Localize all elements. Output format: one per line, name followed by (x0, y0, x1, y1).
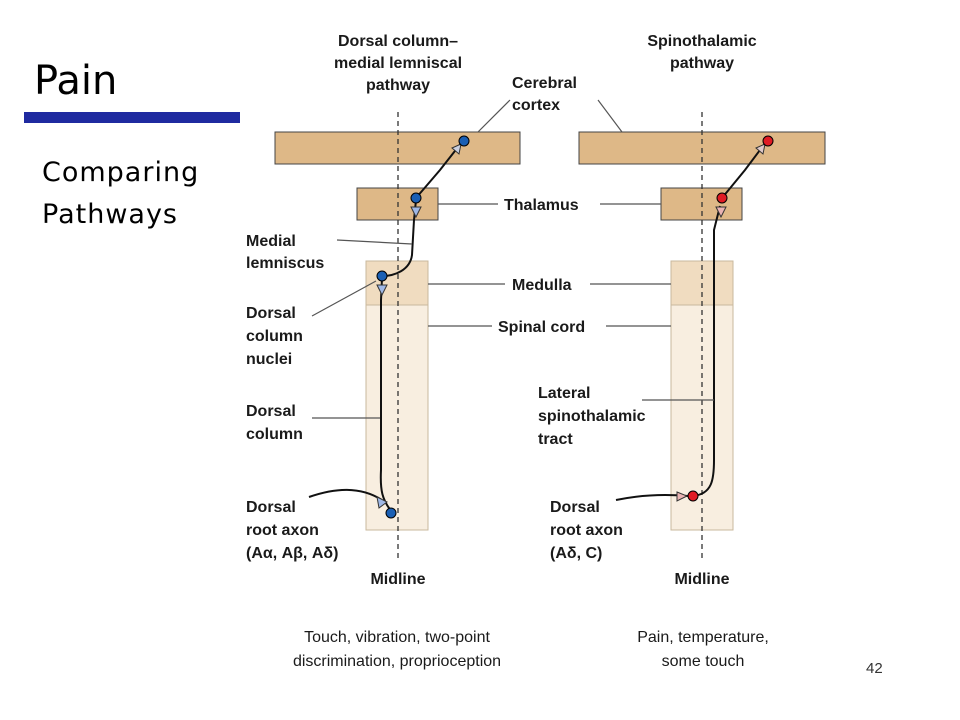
dorsal-column-nuclei-label: column (246, 328, 303, 345)
dorsal-root-axon-label: (Aδ, C) (550, 545, 602, 562)
cortex-leader-line (477, 99, 511, 133)
neuron-cell-body-icon (687, 490, 699, 502)
midline-label: Midline (674, 571, 729, 588)
synapse-terminal-icon (715, 206, 727, 219)
dorsal-column-label: column (246, 426, 303, 443)
left-caption-line: discrimination, proprioception (293, 653, 501, 670)
spinothalamic-tract-axon (692, 205, 721, 497)
right-caption-line: Pain, temperature, (637, 629, 769, 646)
left-heading-line: Dorsal column– (338, 33, 458, 50)
dorsal-column-nuclei-leader-line (311, 280, 377, 317)
dorsal-column-label: Dorsal (246, 403, 296, 420)
synapse-terminal-icon (376, 284, 388, 297)
dorsal-root-axon-label: root axon (550, 522, 623, 539)
subtitle-line: Comparing (42, 157, 200, 188)
synapse-terminal-icon (410, 206, 422, 219)
neuron-cell-body-icon (762, 135, 774, 147)
medial-lemniscus-leader-line (336, 239, 413, 245)
left-dorsal-column-axon (379, 277, 393, 513)
dorsal-root-axon-label: root axon (246, 522, 319, 539)
dorsal-root-axon-label: Dorsal (246, 499, 296, 516)
right-heading-line: pathway (670, 55, 734, 72)
dorsal-root-axon-label: (Aα, Aβ, Aδ) (246, 545, 338, 562)
page-number: 42 (866, 660, 883, 677)
medial-lemniscus-label: lemniscus (246, 255, 324, 272)
slide-subtitle: Comparing Pathways (42, 152, 199, 236)
cerebral-cortex-label: cortex (512, 97, 560, 114)
synapse-terminal-icon (676, 491, 689, 502)
left-heading-line: medial lemniscal (334, 55, 462, 72)
synapse-terminal-icon (451, 143, 462, 155)
lateral-spinothalamic-label: spinothalamic (538, 408, 646, 425)
left-thalamocortical-axon (415, 141, 463, 199)
spinal-cord-label: Spinal cord (498, 319, 585, 336)
medulla-label: Medulla (512, 277, 572, 294)
left-dorsal-root-axon (308, 488, 383, 501)
dorsal-column-nuclei-label: nuclei (246, 351, 292, 368)
neuron-cell-body-icon (410, 192, 422, 204)
left-medulla-region (365, 260, 429, 306)
right-caption-line: some touch (662, 653, 745, 670)
synapse-terminal-icon (755, 143, 766, 155)
dorsal-root-axon-label: Dorsal (550, 499, 600, 516)
left-caption-line: Touch, vibration, two-point (304, 629, 490, 646)
cortex-leader-line (597, 99, 623, 133)
left-heading-line: pathway (366, 77, 430, 94)
synapse-terminal-icon (376, 496, 388, 509)
slide-title: Pain (34, 58, 118, 104)
neuron-cell-body-icon (385, 507, 397, 519)
right-heading-line: Spinothalamic (647, 33, 756, 50)
neuron-cell-body-icon (716, 192, 728, 204)
neuron-cell-body-icon (376, 270, 388, 282)
lateral-spinothalamic-label: Lateral (538, 385, 590, 402)
title-underline-bar (24, 112, 240, 123)
neuron-cell-body-icon (458, 135, 470, 147)
midline-label: Midline (370, 571, 425, 588)
medial-lemniscus-label: Medial (246, 233, 296, 250)
right-thalamocortical-axon (721, 141, 767, 199)
cerebral-cortex-label: Cerebral (512, 75, 577, 92)
subtitle-line: Pathways (42, 199, 178, 230)
dorsal-column-nuclei-label: Dorsal (246, 305, 296, 322)
lateral-spinothalamic-label: tract (538, 431, 573, 448)
thalamus-label: Thalamus (504, 197, 579, 214)
